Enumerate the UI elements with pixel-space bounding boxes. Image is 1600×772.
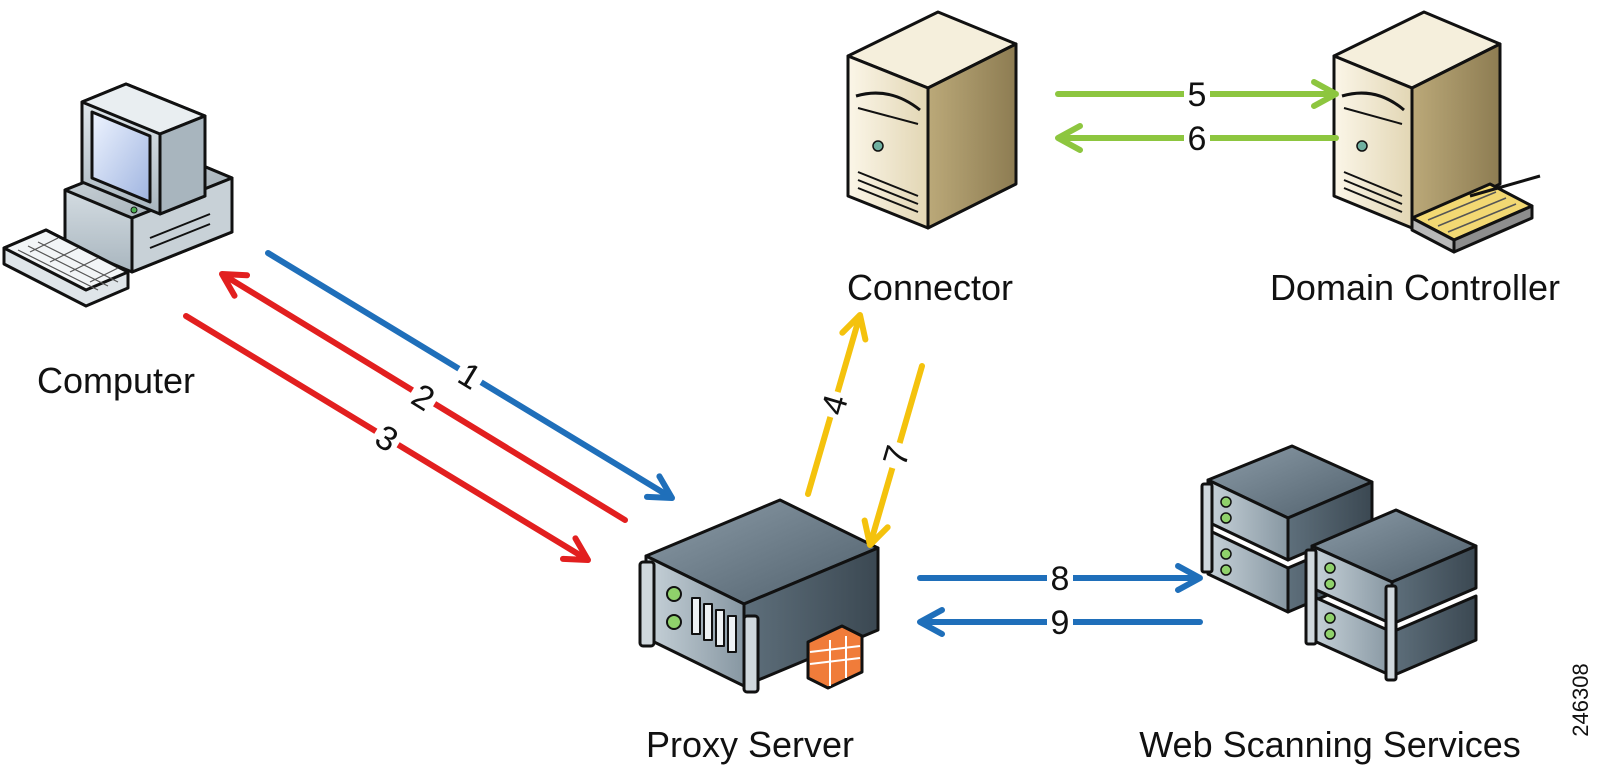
arrows-layer: 123 4 5 6 7 8 9 [183,76,1339,642]
step-number-6: 6 [1188,120,1207,158]
computer-label: Computer [37,360,195,401]
arrow-head-2 [219,271,251,299]
step-label-bg-8 [1047,560,1073,596]
arrow-head-9 [917,607,945,637]
step-label-bg-7 [875,437,917,474]
arrow-head-7 [861,517,891,548]
connector-label: Connector [847,267,1013,308]
step-label-bg-4 [813,386,855,423]
step-label-bg-3 [366,415,408,461]
step-arrow-8: 8 [917,560,1203,598]
step-arrow-5: 5 [1055,76,1339,114]
web-scanning-services-label: Web Scanning Services [1139,724,1521,765]
connector-server-icon [846,10,1018,230]
step-label-bg-5 [1184,76,1210,112]
firewall-icon [806,624,864,690]
proxy-server-icon [638,498,880,694]
domain-controller-server-icon [1332,10,1541,254]
server-cluster-icon [1200,444,1478,682]
step-arrow-3: 3 [183,313,591,563]
arrow-head-4 [839,312,869,343]
step-arrow-9: 9 [917,604,1203,642]
step-number-5: 5 [1188,76,1207,114]
step-label-bg-1 [449,353,491,398]
step-label-bg-9 [1047,604,1073,640]
figure-id: 246308 [1568,663,1593,736]
desktop-computer-icon [2,82,234,308]
step-number-9: 9 [1051,604,1070,642]
domain-controller-label: Domain Controller [1270,267,1560,308]
step-arrow-6: 6 [1055,120,1339,158]
arrow-head-1 [643,473,675,501]
arrow-head-6 [1055,123,1083,153]
step-label-bg-2 [403,374,444,420]
arrow-head-3 [559,535,591,563]
step-label-bg-6 [1184,120,1210,156]
proxy-server-label: Proxy Server [646,724,854,765]
arrow-head-8 [1175,563,1203,593]
step-arrow-1: 1 [265,250,675,501]
step-number-8: 8 [1051,560,1070,598]
arrow-head-5 [1311,79,1339,109]
step-arrow-2: 2 [219,271,628,523]
step-arrow-4: 4 [805,312,869,497]
step-arrow-7: 7 [861,363,925,548]
